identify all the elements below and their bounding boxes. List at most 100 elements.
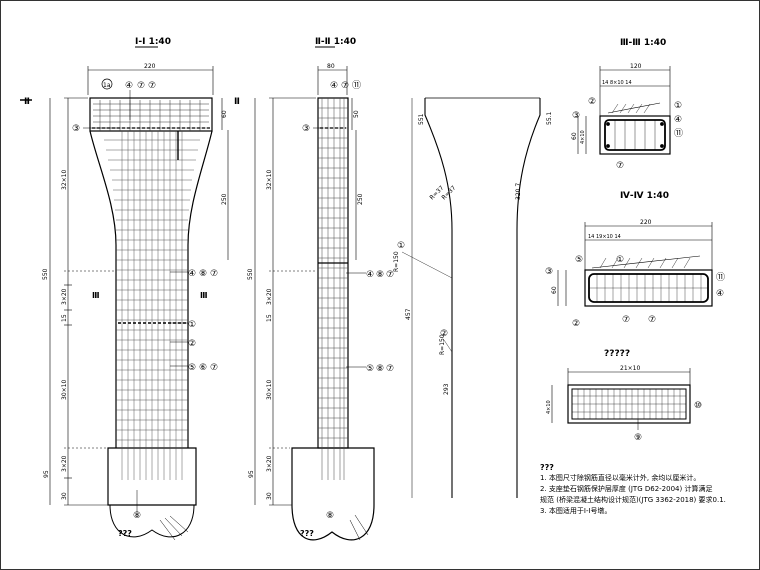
curve-top-right: 55.1: [546, 111, 553, 125]
sec-a-sub: 14 8×10 14: [602, 80, 632, 86]
e2-seg-mid2: 15: [266, 314, 273, 322]
sec-a-callout-4: ④: [674, 115, 682, 125]
front-elevation: Ⅰ-Ⅰ 1:40 220: [20, 37, 240, 541]
note-3: 3. 本图适用于Ⅰ-Ⅰ号墩。: [540, 507, 612, 515]
e2-callout-8-bottom: ⑧: [326, 511, 334, 521]
sec-a-callout-2: ②: [588, 97, 596, 107]
e2-seg-b1: 3×20: [266, 455, 273, 472]
curve-callout-2: ②: [440, 329, 448, 339]
plan-height: 4×10: [546, 400, 552, 414]
note-2: 2. 支座垫石钢筋保护层厚度 (JTG D62-2004) 计算满足: [540, 485, 713, 493]
sec-b-callout-2: ②: [572, 319, 580, 329]
callout-8-mid: ⑧: [199, 269, 207, 279]
e2-seg-mid1: 3×20: [266, 288, 273, 305]
curve-top-left: 551: [418, 113, 425, 125]
curve-r1b: R=37: [440, 184, 457, 201]
sec-a-height: 60: [571, 132, 578, 140]
sec-b-callout-7a: ⑦: [622, 315, 630, 325]
curve-lower: 293: [443, 383, 450, 395]
sec-b-callout-4: ④: [716, 289, 724, 299]
sec-b-callout-3: ③: [545, 267, 553, 277]
sec-b-width: 220: [640, 219, 652, 226]
section-mark-ii-right: Ⅱ: [234, 97, 240, 107]
section-mark-iii-right: Ⅲ: [200, 291, 208, 300]
e2-right-mid: 250: [357, 193, 364, 205]
e1-seg-mid2: 15: [61, 314, 68, 322]
sec-b-callout-5: ⑤: [575, 255, 583, 265]
sec-b-callout-1: ①: [616, 255, 624, 265]
e2-callout-5-mid: ⑤: [366, 364, 374, 374]
notes-block: ??? 1. 本图尺寸除钢筋直径以毫米计外, 余均以厘米计。 2. 支座垫石钢筋…: [540, 462, 750, 517]
callout-3-left: ③: [72, 124, 80, 134]
plan-title: ?????: [604, 349, 630, 359]
sec-a-callout-7: ⑦: [616, 161, 624, 171]
section-iii-title: Ⅲ-Ⅲ 1:40: [620, 38, 666, 48]
note-1: 1. 本图尺寸除钢筋直径以毫米计外, 余均以厘米计。: [540, 474, 701, 482]
section-iv: Ⅳ-Ⅳ 1:40 220 14 19×10 14 60 ⑤ ③ ① ⑪ ④ ② …: [545, 191, 725, 329]
sec-a-callout-3: ③: [572, 111, 580, 121]
e1-top-width: 220: [144, 63, 156, 70]
plan-callout-9: ⑨: [634, 433, 642, 443]
callout-7b-top: ⑦: [148, 81, 156, 91]
curve-profile: 551 55.1 R=37 R=37 320.7 R=150 457 R=150…: [393, 97, 553, 498]
sec-a-callout-11: ⑪: [674, 128, 683, 139]
sec-b-callout-11: ⑪: [716, 272, 725, 283]
e2-callout-3-left: ③: [302, 124, 310, 134]
e1-right-mid: 250: [221, 193, 228, 205]
e1-seg-b2: 95: [43, 470, 50, 478]
plan-callout-10: ⑩: [694, 401, 702, 411]
e1-right-top: 60: [221, 110, 228, 118]
e2-callout-8b-mid: ⑧: [376, 364, 384, 374]
callout-5-mid: ⑤: [188, 363, 196, 373]
e2-callout-7-top: ⑦: [341, 81, 349, 91]
sec-b-sub: 14 19×10 14: [588, 234, 621, 240]
callout-7c-mid: ⑦: [210, 363, 218, 373]
e2-callout-4-top: ④: [330, 81, 338, 91]
curve-callout-1: ①: [397, 241, 405, 251]
e2-callout-4-mid: ④: [366, 270, 374, 280]
e2-seg-b3: 30: [266, 492, 273, 500]
callout-7-top: ⑦: [137, 81, 145, 91]
e2-seg-b2: 95: [248, 470, 255, 478]
notes-title: ???: [540, 463, 554, 472]
note-2b: 规范 (桥梁混凝土结构设计规范)(JTG 3362-2018) 要求0.1.: [540, 496, 726, 504]
curve-r2b: R=150: [439, 334, 446, 355]
sec-a-callout-1: ①: [674, 101, 682, 111]
sec-a-h-sub: 4×10: [580, 130, 586, 144]
e2-callout-8-mid: ⑧: [376, 270, 384, 280]
callout-4-mid: ④: [188, 269, 196, 279]
e1-seg-b1: 3×20: [61, 455, 68, 472]
e2-top-width: 80: [327, 63, 335, 70]
base-label-2: ???: [300, 529, 314, 538]
e1-total-height: 550: [42, 268, 49, 280]
elevation-1-title: Ⅰ-Ⅰ 1:40: [135, 37, 171, 47]
e1-seg-mid1: 3×20: [61, 288, 68, 305]
section-mark-ii-left: Ⅱ: [24, 97, 30, 107]
sec-b-callout-7b: ⑦: [648, 315, 656, 325]
callout-1a: 1a: [103, 82, 111, 89]
plan-width: 21×10: [620, 365, 640, 372]
e1-seg-low: 30×10: [61, 380, 68, 400]
e1-seg-top: 32×10: [61, 170, 68, 190]
e2-callout-7b-mid: ⑦: [386, 364, 394, 374]
elevation-2-title: Ⅱ-Ⅱ 1:40: [315, 37, 356, 47]
curve-bottom: 457: [405, 308, 412, 320]
plan-view: ????? 21×10 4×10 ⑩ ⑨: [546, 349, 702, 443]
e2-seg-low: 30×10: [266, 380, 273, 400]
callout-8-bottom: ⑧: [133, 511, 141, 521]
curve-r2: R=150: [393, 251, 400, 272]
curve-len: 320.7: [515, 183, 522, 200]
e2-total-height: 550: [247, 268, 254, 280]
sec-a-width: 120: [630, 63, 642, 70]
sec-b-height: 60: [551, 286, 558, 294]
callout-7-mid: ⑦: [210, 269, 218, 279]
base-label-1: ???: [118, 529, 132, 538]
e2-seg-top: 32×10: [266, 170, 273, 190]
callout-6-mid: ⑥: [199, 363, 207, 373]
e1-seg-b3: 30: [61, 492, 68, 500]
e2-right-top: 50: [353, 110, 360, 118]
section-mark-iii-left: Ⅲ: [92, 291, 100, 300]
section-iv-title: Ⅳ-Ⅳ 1:40: [620, 191, 669, 201]
callout-2-mid: ②: [188, 339, 196, 349]
